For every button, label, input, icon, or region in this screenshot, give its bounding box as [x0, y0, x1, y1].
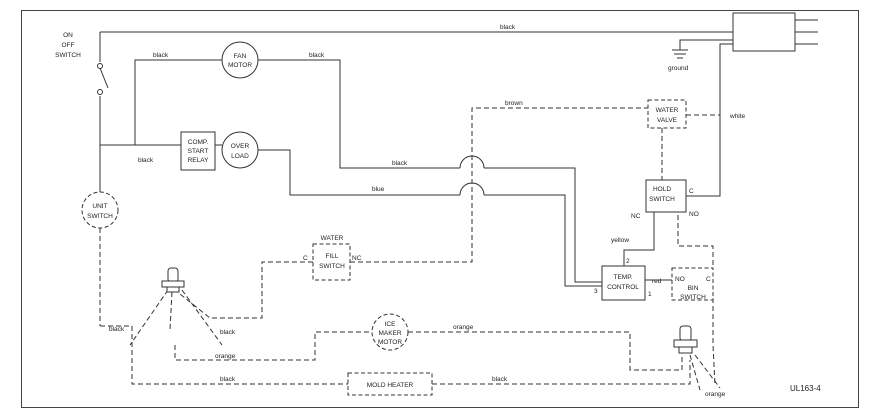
on-off-switch-label-3: SWITCH — [55, 52, 81, 59]
hold-switch-label-2: SWITCH — [649, 196, 675, 203]
fill-c-terminal: C — [303, 255, 308, 262]
left-thermostat-probe-icon — [161, 267, 185, 293]
bin-no-terminal: NO — [675, 276, 685, 283]
wire-label-black-fan-right: black — [309, 52, 325, 59]
hold-c-terminal: C — [689, 188, 694, 195]
wire-label-black-fan-left: black — [153, 52, 169, 59]
wire-label-brown: brown — [505, 100, 523, 107]
fill-switch-label-1: FILL — [325, 253, 338, 260]
fan-motor-label-2: MOTOR — [228, 62, 252, 69]
dashed-wires — [99, 107, 721, 391]
temp-terminal-2: 2 — [626, 258, 630, 265]
water-valve-label-1: WATER — [656, 107, 679, 114]
comp-start-relay: COMP. START RELAY — [180, 131, 216, 171]
fill-switch-label-2: SWITCH — [319, 263, 345, 270]
diagram-id: UL163-4 — [790, 384, 821, 393]
overload-label-1: OVER — [231, 143, 250, 150]
fill-switch-title: WATER — [321, 235, 344, 242]
water-valve: WATER VALVE — [647, 99, 687, 129]
bin-switch: NO C BIN SWITCH — [671, 267, 714, 301]
bin-switch-label-2: SWITCH — [680, 294, 706, 301]
solid-wires — [99, 19, 818, 287]
relay-label-1: COMP. — [188, 139, 209, 146]
temp-control-label-2: CONTROL — [607, 284, 639, 291]
wire-label-orange-lower: orange — [215, 353, 236, 360]
wire-label-black-bottom-right: black — [492, 376, 508, 383]
wire-label-orange-right: orange — [705, 391, 726, 398]
wire-label-black-bottom-left: black — [220, 376, 236, 383]
relay-label-3: RELAY — [188, 157, 209, 164]
temp-terminal-1: 1 — [648, 291, 652, 298]
on-off-switch-label-2: OFF — [62, 42, 75, 49]
water-valve-label-2: VALVE — [657, 117, 678, 124]
fan-motor: FAN MOTOR — [221, 41, 259, 79]
wire-labels: black black black ground brown white bla… — [109, 24, 746, 398]
fill-nc-terminal: NC — [352, 255, 362, 262]
ice-maker-label-3: MOTOR — [378, 339, 402, 346]
hold-switch: HOLD SWITCH C NC NO — [631, 179, 699, 220]
unit-switch: UNIT SWITCH — [81, 191, 119, 229]
hold-nc-terminal: NC — [631, 213, 641, 220]
water-fill-switch: WATER FILL SWITCH C NC — [303, 235, 362, 281]
overload-label-2: LOAD — [231, 153, 249, 160]
ice-maker-motor: ICE MAKER MOTOR — [371, 313, 409, 351]
wire-label-blue: blue — [372, 186, 385, 193]
power-plug-icon — [732, 12, 796, 52]
wire-label-orange-motor: orange — [453, 324, 474, 331]
wire-label-yellow: yellow — [611, 237, 629, 244]
mold-heater: MOLD HEATER — [347, 372, 433, 396]
right-thermostat-probe-icon — [673, 325, 698, 354]
diagram-frame — [21, 10, 859, 408]
fan-motor-label-1: FAN — [234, 53, 247, 60]
mold-heater-label: MOLD HEATER — [367, 382, 414, 389]
temp-terminal-3: 3 — [594, 288, 598, 295]
on-off-switch: ON OFF SWITCH — [55, 32, 109, 95]
unit-switch-label-1: UNIT — [92, 203, 107, 210]
on-off-switch-label-1: ON — [63, 32, 73, 39]
wire-label-black-lower: black — [220, 329, 236, 336]
overload: OVER LOAD — [221, 131, 259, 169]
temp-control-label-1: TEMP. — [613, 274, 632, 281]
wire-label-white: white — [729, 113, 746, 120]
wire-label-black-relay: black — [138, 157, 154, 164]
ice-maker-label-1: ICE — [385, 321, 397, 328]
relay-label-2: START — [188, 148, 209, 155]
hold-switch-label-1: HOLD — [653, 186, 671, 193]
bin-c-terminal: C — [706, 276, 711, 283]
temp-control: TEMP. CONTROL 1 2 3 — [594, 258, 652, 301]
hold-no-terminal: NO — [689, 211, 699, 218]
wire-label-black-left-bottom: black — [109, 326, 125, 333]
wire-label-ground: ground — [668, 65, 689, 72]
bin-switch-label-1: BIN — [688, 285, 699, 292]
wire-label-red: red — [652, 278, 662, 285]
wire-label-black-top: black — [500, 24, 516, 31]
wire-label-black-mid: black — [392, 160, 408, 167]
unit-switch-label-2: SWITCH — [87, 213, 113, 220]
ice-maker-label-2: MAKER — [378, 330, 401, 337]
